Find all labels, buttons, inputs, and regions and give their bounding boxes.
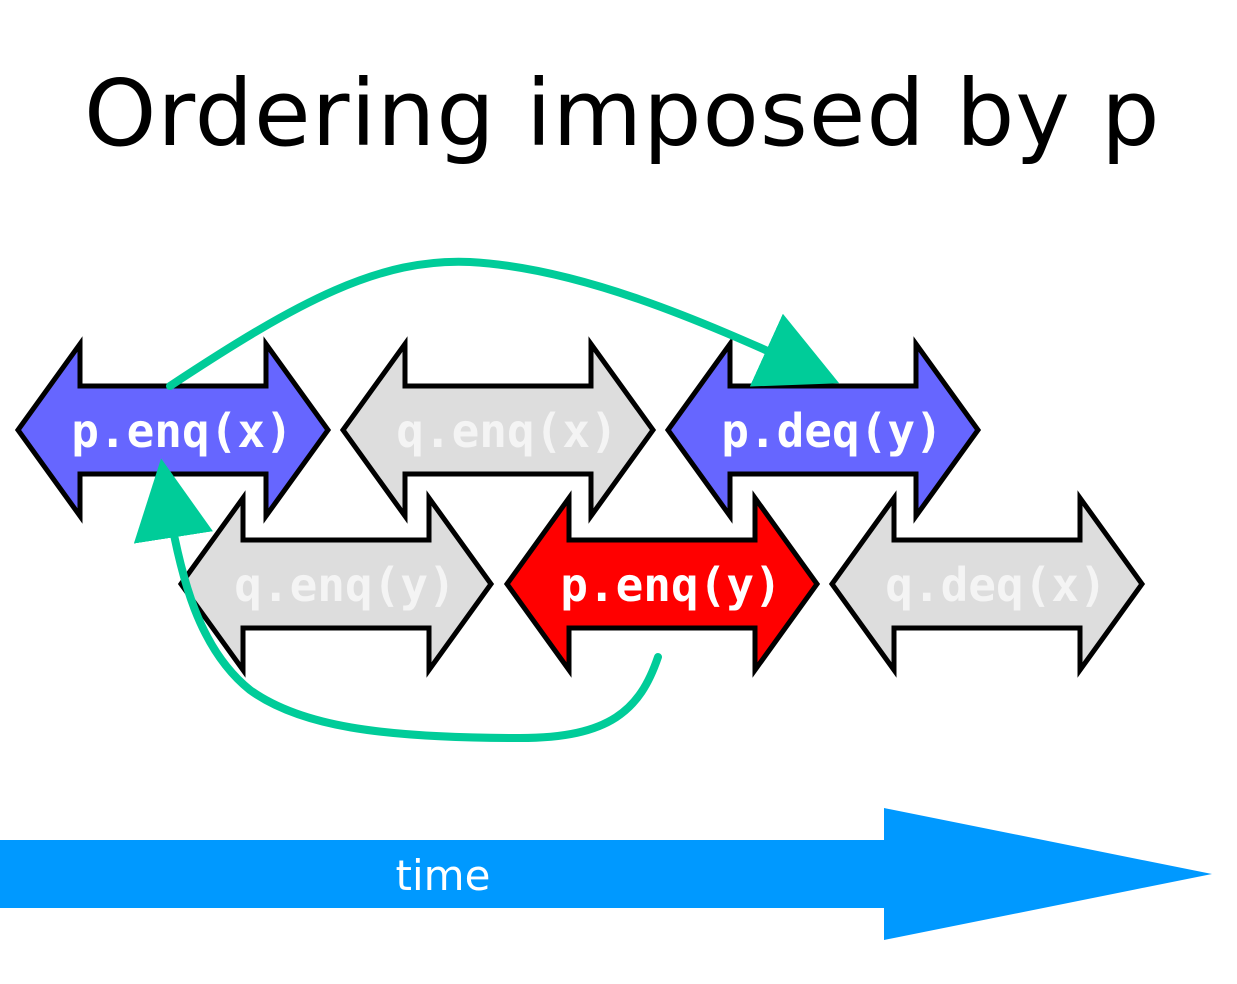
op-q-enq-x-label: q.enq(x) [396, 404, 618, 458]
op-p-deq-y-shape [664, 336, 982, 524]
slide-title: Ordering imposed by p [84, 60, 1161, 167]
timeline-arrow: time [0, 808, 1212, 940]
op-p-deq-y: p.deq(y) [664, 336, 982, 524]
op-p-enq-x-label: p.enq(x) [71, 404, 293, 458]
timeline-arrow-shape [0, 808, 1212, 940]
op-p-enq-y: p.enq(y) [503, 490, 821, 678]
op-p-deq-y-label: p.deq(y) [721, 404, 943, 458]
op-q-deq-x: q.deq(x) [828, 490, 1146, 678]
op-q-enq-y-label: q.enq(y) [234, 558, 456, 612]
ordering-arrow-enq-y-to-enq-x [133, 458, 662, 743]
op-q-enq-y-shape [177, 490, 495, 678]
op-p-enq-x: p.enq(x) [14, 336, 332, 524]
op-p-enq-y-label: p.enq(y) [560, 558, 782, 612]
op-q-enq-y: q.enq(y) [177, 490, 495, 678]
op-p-enq-x-shape [14, 336, 332, 524]
op-q-deq-x-shape [828, 490, 1146, 678]
op-p-enq-y-shape [503, 490, 821, 678]
op-q-enq-x-shape [339, 336, 657, 524]
op-q-deq-x-label: q.deq(x) [885, 558, 1107, 612]
op-q-enq-x: q.enq(x) [339, 336, 657, 524]
timeline-label: time [396, 851, 491, 900]
ordering-arrow-enq-x-to-deq-y [166, 257, 840, 390]
